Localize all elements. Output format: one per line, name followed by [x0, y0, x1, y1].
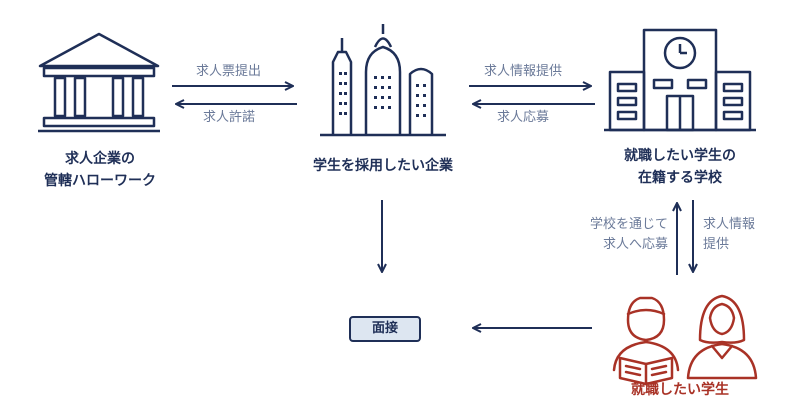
- arrow-label-job-permit: 求人許諾: [203, 110, 256, 125]
- node-label-hello-work: 求人企業の 管轄ハローワーク: [44, 151, 156, 189]
- skyscraper-windows: [339, 72, 426, 117]
- node-label-students: 就職したい学生: [631, 382, 729, 398]
- students-icon: [612, 294, 758, 386]
- node-label-school: 就職したい学生の 在籍する学校: [624, 148, 736, 186]
- node-label-company: 学生を採用したい企業: [313, 158, 453, 174]
- arrow-label-job-posting: 求人票提出: [196, 64, 262, 79]
- government-building-icon: [38, 32, 160, 133]
- arrow-label-apply-via-school: 学校を通じて 求人へ応募: [589, 217, 668, 252]
- interview-box: 面接: [349, 316, 421, 342]
- arrow-label-job-info-to-school: 求人情報提供: [484, 64, 563, 79]
- school-building-clock-icon: [604, 28, 756, 132]
- city-skyscrapers-icon: [320, 24, 446, 137]
- arrow-label-job-info-to-student: 求人情報 提供: [703, 217, 756, 252]
- arrow-label-job-application: 求人応募: [497, 110, 550, 125]
